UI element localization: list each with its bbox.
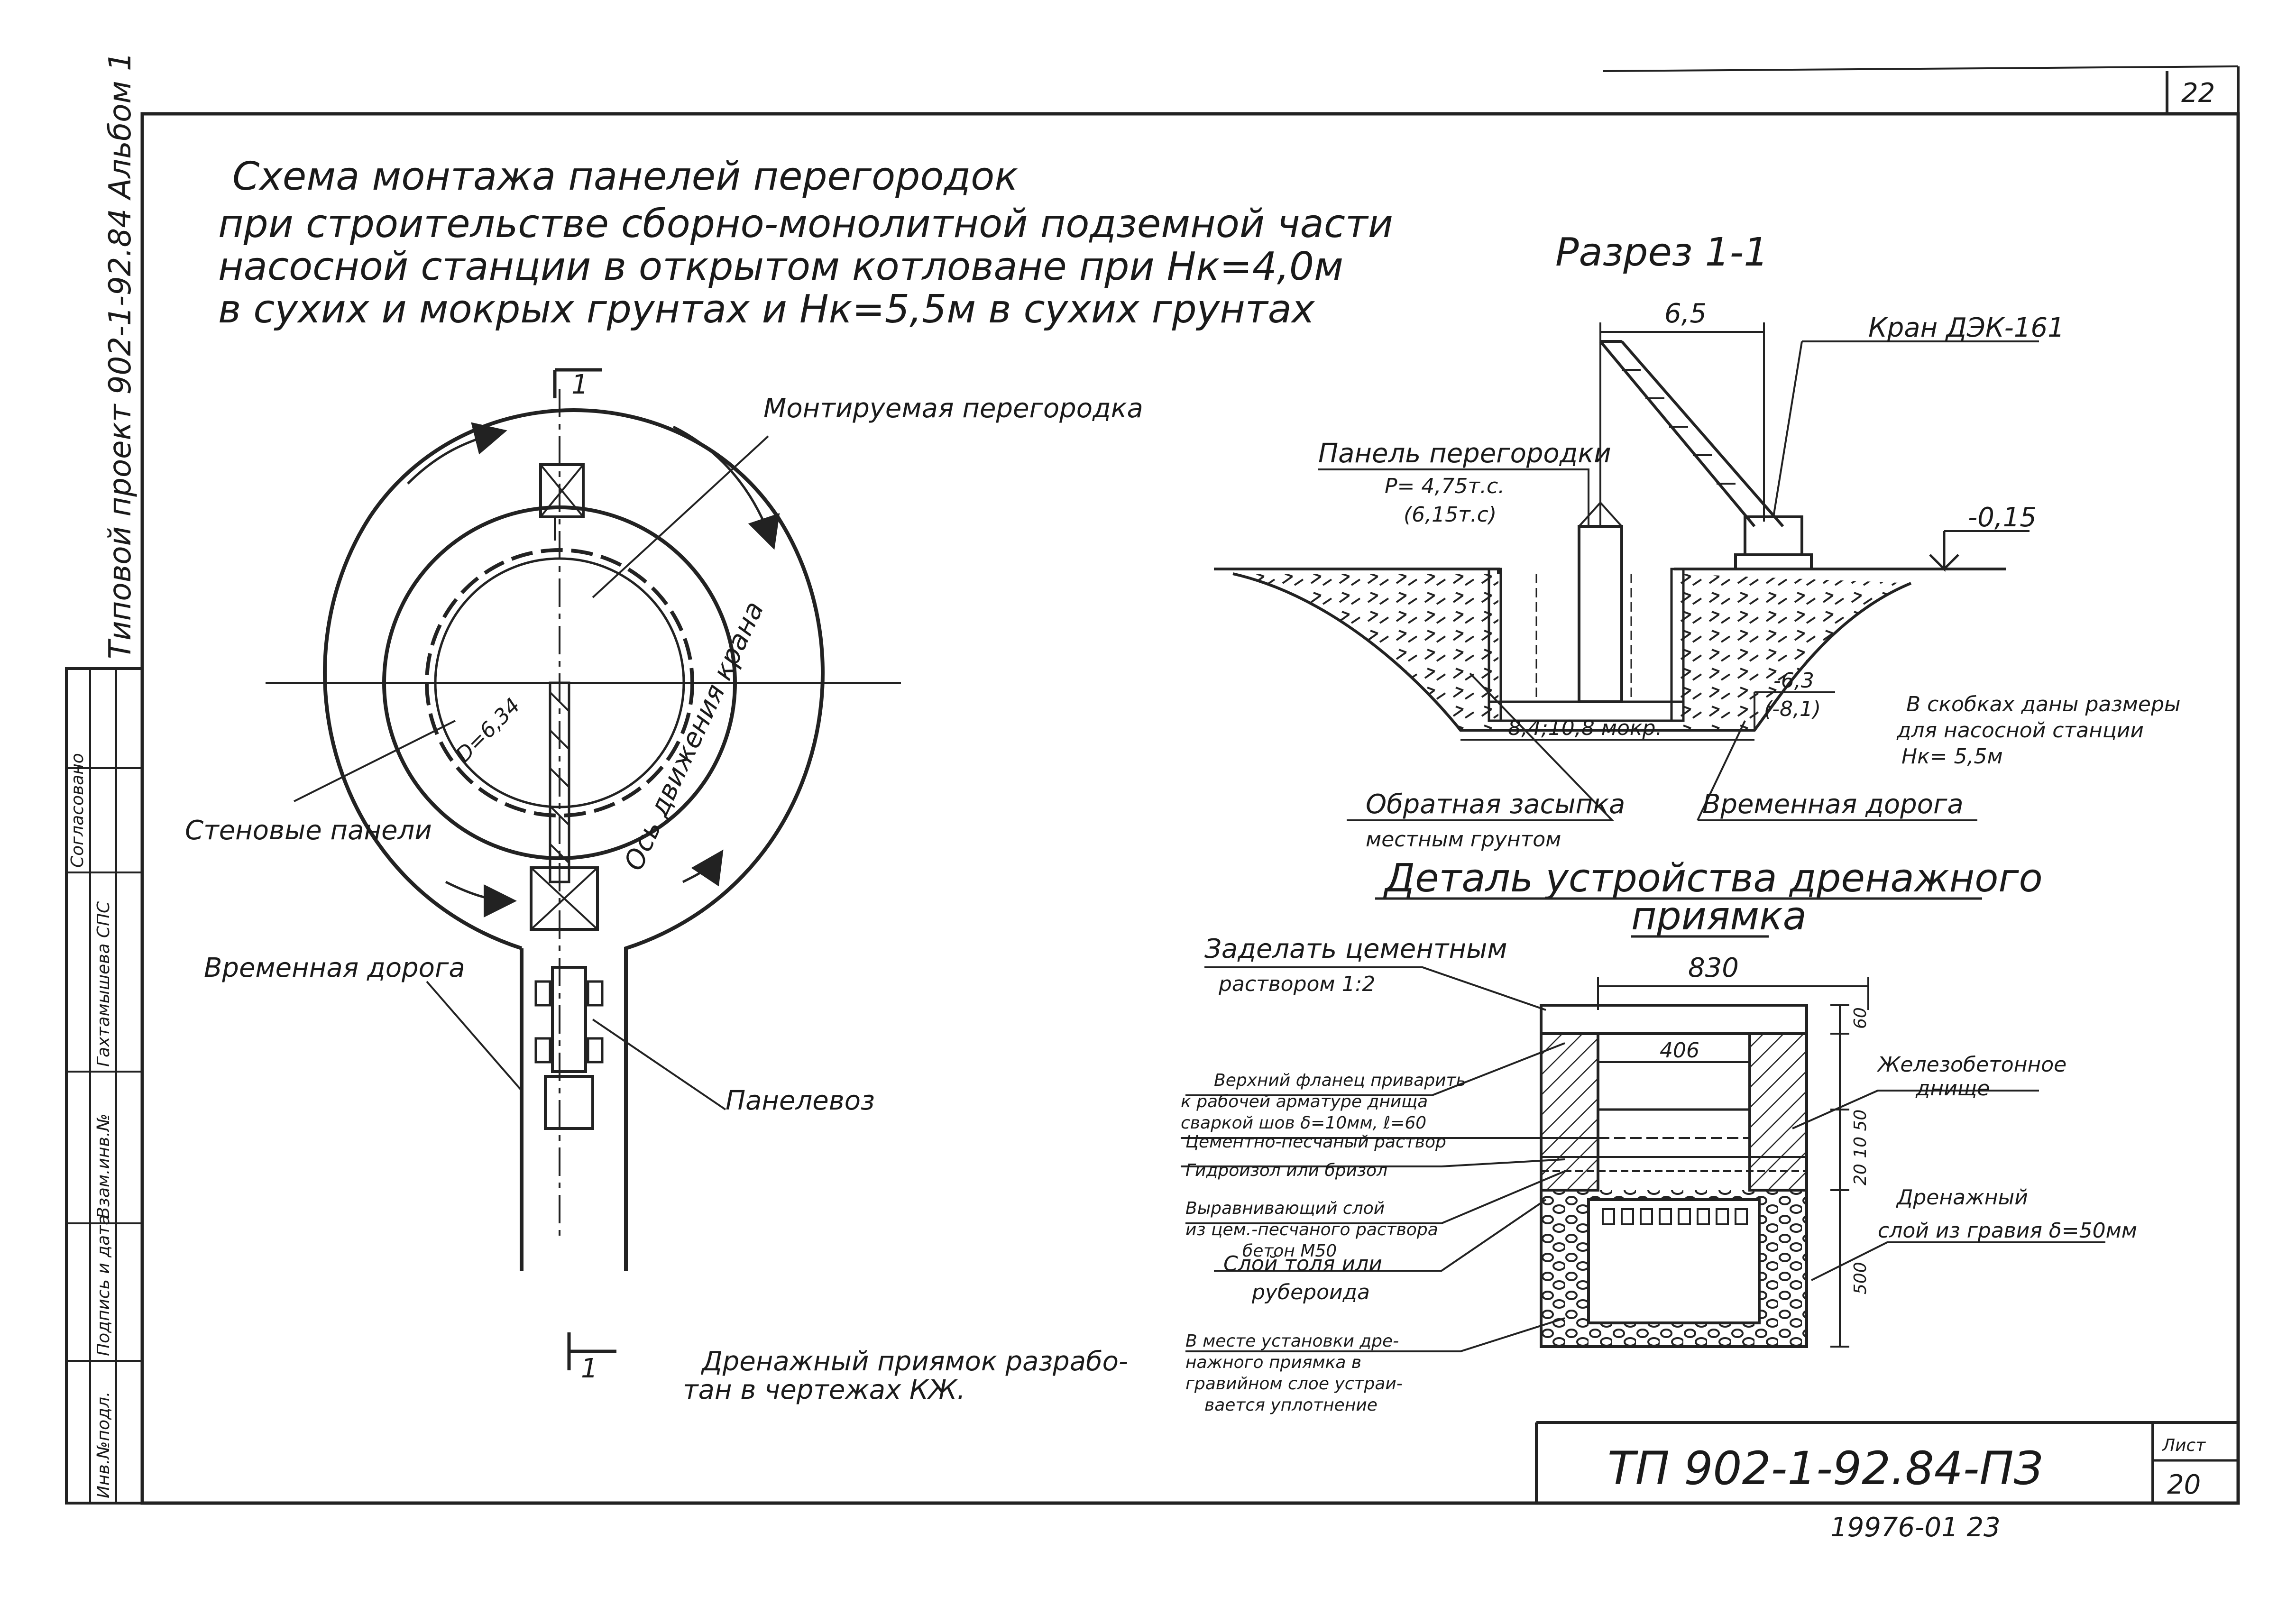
- sheet-frame: [65, 65, 2240, 1505]
- section-panel-label: Панель перегородки Р= 4,75т.с. (6,15т.с): [1318, 438, 1611, 527]
- plan-label-panel-truck: Панелевоз: [726, 1085, 875, 1116]
- detail-dim-20-10-50: 20 10 50: [1851, 1110, 1870, 1185]
- svg-text:Взам.инв.№: Взам.инв.№: [94, 1113, 113, 1219]
- svg-text:нажного приямка в: нажного приямка в: [1185, 1353, 1361, 1372]
- svg-text:Железобетонное: Железобетонное: [1876, 1053, 2066, 1077]
- section-label-temp-road: Временная дорога: [1702, 789, 1964, 820]
- plan-view: [266, 368, 901, 1370]
- section-level-top: -0,15: [1968, 502, 2037, 533]
- svg-text:Инв.№подл.: Инв.№подл.: [94, 1392, 113, 1498]
- section-note: В скобках даны размеры для насосной стан…: [1896, 692, 2181, 769]
- detail-label-drain-layer: Дренажный слой из гравия δ=50мм: [1878, 1185, 2137, 1243]
- detail-label-roofing: Слой толя или рубероида: [1223, 1252, 1382, 1304]
- svg-text:-6,3: -6,3: [1773, 669, 1814, 693]
- svg-text:Верхний фланец приварить: Верхний фланец приварить: [1214, 1071, 1466, 1090]
- stamp-code: ТП 902-1-92.84-ПЗ: [1607, 1442, 2043, 1495]
- svg-text:в сухих и мокрых грунтах и Нк=: в сухих и мокрых грунтах и Нк=5,5м в сух…: [218, 287, 1315, 332]
- svg-text:Обратная засыпка: Обратная засыпка: [1366, 789, 1625, 820]
- detail-label-mortar: Заделать цементным раствором 1:2: [1204, 934, 1507, 996]
- svg-text:раствором 1:2: раствором 1:2: [1218, 972, 1375, 996]
- detail-view: [1181, 897, 2105, 1352]
- page-number: 22: [2181, 78, 2215, 109]
- svg-text:(-8,1): (-8,1): [1764, 697, 1821, 721]
- bottom-code: 19976-01 23: [1830, 1512, 2001, 1543]
- section-crane-label: Кран ДЭК-161: [1868, 312, 2065, 343]
- svg-text:насосной станции в открытом ко: насосной станции в открытом котловане пр…: [218, 244, 1343, 289]
- svg-text:при строительстве сборно-монол: при строительстве сборно-монолитной подз…: [218, 202, 1393, 247]
- title-stamp: [1535, 1421, 2238, 1503]
- svg-text:В скобках даны размеры: В скобках даны размеры: [1906, 692, 2181, 716]
- detail-label-waterproof: Гидроизол или бризол: [1185, 1161, 1387, 1180]
- side-title: Типовой проект 902-1-92.84 Альбом 1: [103, 52, 138, 659]
- svg-text:приямка: приямка: [1631, 894, 1807, 939]
- svg-text:из цем.-песчаного раствора: из цем.-песчаного раствора: [1185, 1220, 1438, 1239]
- detail-dim-outer: 830: [1688, 953, 1739, 983]
- svg-text:Деталь устройства дренажного: Деталь устройства дренажного: [1383, 856, 2043, 901]
- detail-dim-500: 500: [1851, 1262, 1870, 1294]
- plan-section-mark-top: 1: [571, 369, 588, 400]
- svg-text:вается уплотнение: вается уплотнение: [1204, 1395, 1378, 1415]
- svg-text:гравийном слое устраи-: гравийном слое устраи-: [1185, 1374, 1403, 1394]
- stamp-sheet-number: 20: [2167, 1469, 2201, 1500]
- detail-label-flange: Верхний фланец приварить к рабочей армат…: [1181, 1071, 1466, 1133]
- svg-text:Выравнивающий слой: Выравнивающий слой: [1185, 1199, 1385, 1218]
- plan-diameter-label: D=6,34: [451, 693, 525, 767]
- detail-label-compaction: В месте установки дре- нажного приямка в…: [1185, 1331, 1403, 1415]
- svg-text:В месте установки дре-: В месте установки дре-: [1185, 1331, 1399, 1351]
- svg-text:Гахтамышева СПС: Гахтамышева СПС: [94, 901, 113, 1067]
- svg-text:днище: днище: [1915, 1076, 1990, 1101]
- plan-label-wall-panels: Стеновые панели: [185, 815, 432, 846]
- drawing-title: Схема монтажа панелей перегородок при ст…: [218, 154, 1393, 332]
- section-title: Разрез 1-1: [1555, 230, 1768, 275]
- detail-dim-inner: 406: [1660, 1038, 1699, 1063]
- svg-text:рубероида: рубероида: [1251, 1280, 1370, 1304]
- section-level-bottom: -6,3 (-8,1): [1764, 669, 1821, 721]
- plan-section-mark-bottom: 1: [581, 1353, 598, 1384]
- svg-text:сваркой шов δ=10мм, ℓ=60: сваркой шов δ=10мм, ℓ=60: [1181, 1113, 1426, 1133]
- side-block-labels: Согласовано Гахтамышева СПС Инв.№подл. П…: [68, 753, 113, 1498]
- svg-text:для насосной станции: для насосной станции: [1896, 718, 2144, 743]
- stamp-sheet-label: Лист: [2161, 1436, 2206, 1455]
- svg-text:Схема монтажа панелей перегоро: Схема монтажа панелей перегородок: [232, 154, 1018, 199]
- section-view: [1214, 322, 2039, 821]
- plan-label-crane-axis: Ось движения крана: [618, 597, 770, 875]
- svg-text:слой из гравия δ=50мм: слой из гравия δ=50мм: [1878, 1219, 2137, 1243]
- section-dim-reach: 6,5: [1664, 298, 1707, 329]
- plan-label-partition: Монтируемая перегородка: [763, 393, 1143, 424]
- svg-text:местным грунтом: местным грунтом: [1366, 827, 1561, 852]
- svg-text:Дренажный приямок разрабо-: Дренажный приямок разрабо-: [700, 1346, 1128, 1377]
- svg-text:Панель перегородки: Панель перегородки: [1318, 438, 1611, 469]
- svg-text:к рабочей арматуре днища: к рабочей арматуре днища: [1181, 1092, 1428, 1111]
- svg-text:Р= 4,75т.с.: Р= 4,75т.с.: [1385, 474, 1505, 498]
- detail-title: Деталь устройства дренажного приямка: [1383, 856, 2043, 939]
- section-label-backfill: Обратная засыпка местным грунтом: [1366, 789, 1625, 852]
- footnote: Дренажный приямок разрабо- тан в чертежа…: [683, 1346, 1128, 1405]
- svg-text:бетон М50: бетон М50: [1242, 1241, 1337, 1261]
- svg-text:Дренажный: Дренажный: [1896, 1185, 2028, 1210]
- detail-label-sand-mortar: Цементно-песчаный раствор: [1185, 1132, 1446, 1152]
- svg-text:тан в чертежах КЖ.: тан в чертежах КЖ.: [683, 1375, 965, 1405]
- svg-text:Монтируемая перегородка: Монтируемая перегородка: [763, 393, 1143, 424]
- detail-label-rc-bottom: Железобетонное днище: [1876, 1053, 2066, 1101]
- detail-label-leveling: Выравнивающий слой из цем.-песчаного рас…: [1185, 1199, 1438, 1261]
- detail-dim-60: 60: [1851, 1007, 1870, 1029]
- svg-text:Согласовано: Согласовано: [68, 753, 87, 868]
- svg-text:Подпись и дата: Подпись и дата: [94, 1215, 113, 1356]
- svg-text:Заделать цементным: Заделать цементным: [1204, 934, 1507, 964]
- svg-text:Нк= 5,5м: Нк= 5,5м: [1901, 744, 2003, 769]
- svg-text:(6,15т.с): (6,15т.с): [1404, 503, 1497, 527]
- svg-text:Слой толя или: Слой толя или: [1223, 1252, 1382, 1276]
- section-dim-bottom: 8,4;10,8 мокр.: [1508, 716, 1662, 740]
- plan-label-temp-road: Временная дорога: [204, 953, 465, 983]
